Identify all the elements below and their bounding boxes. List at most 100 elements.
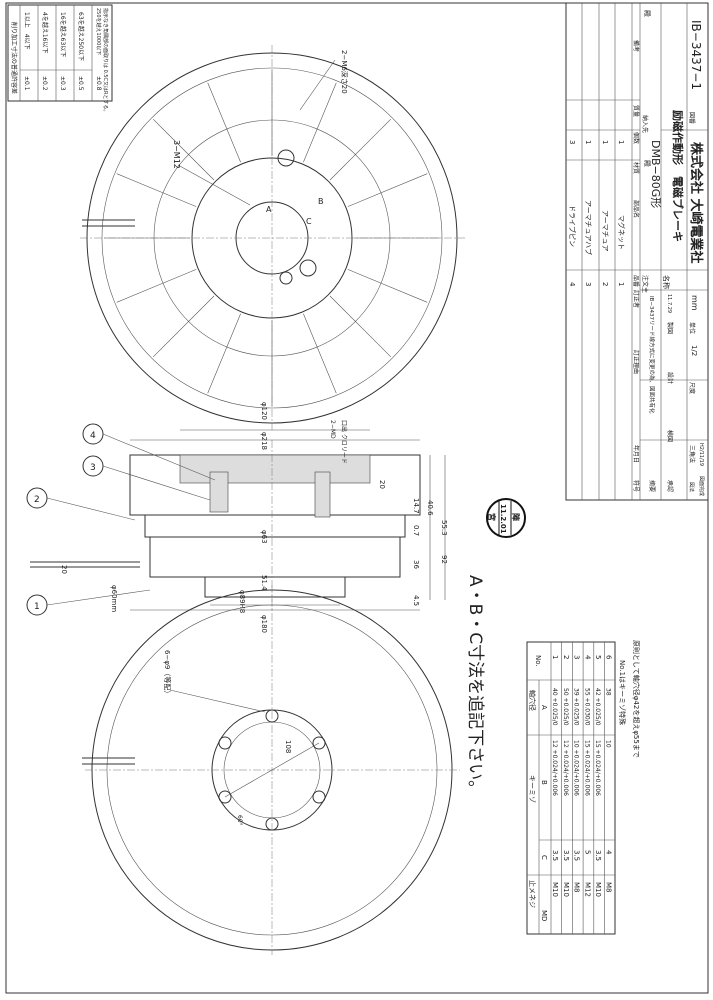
tolerance-range: 1以上 4以下: [23, 12, 31, 50]
key-table-cell-no: 4: [583, 655, 591, 660]
dim-label: 40.6: [426, 500, 434, 516]
unit-value: mm: [690, 295, 699, 311]
tolerance-title: 削り加工寸法の普通許容差: [10, 22, 18, 94]
part-qty: 1: [601, 140, 609, 144]
drawing-no-label: 図番: [688, 112, 695, 124]
dim-label: 2−MD: [329, 420, 336, 439]
key-table-cell-b: 10: [605, 740, 612, 748]
inspection-stamp: 宮 11.2.01 陣: [486, 498, 526, 538]
part-name: マグネット: [617, 215, 626, 250]
spoke-line: [303, 313, 337, 394]
revision-note: IB−3437リード線方式に変更の為、図面共有化: [648, 296, 656, 414]
tolerance-range: 250を越え1000以下: [95, 8, 102, 55]
dim-label: 口出 クロリード: [340, 420, 348, 464]
tolerance-note: 指示なき角隅部の面取りは 0.5C又はRとする。: [102, 8, 109, 114]
part-qty: 3: [568, 140, 576, 144]
lead-wires: [82, 219, 135, 227]
dim-label: 20: [60, 565, 68, 574]
part-no: 2: [601, 282, 609, 286]
summary-label: 摘要: [648, 480, 656, 492]
pcd-label: 108: [284, 740, 292, 753]
dim-label: 0.7: [412, 525, 420, 536]
created-value: H2/11/19: [698, 443, 704, 466]
key-table-cell-c: 3.5: [551, 850, 559, 861]
key-table-cell-a: 55 +0.030/0: [583, 688, 590, 726]
dim-label: 92: [440, 555, 448, 564]
spoke-line: [303, 82, 337, 163]
dim-label: 14.7: [412, 498, 420, 514]
scale-value: 1/2: [690, 345, 698, 356]
key-table-cell-md: M8: [573, 882, 581, 893]
stamp-bottom: 陣: [511, 513, 521, 521]
method-label: 図法: [688, 482, 695, 492]
drawn-label: 製図: [666, 322, 674, 334]
tolerance-table: 削り加工寸法の普通許容差 1以上 4以下 4を越え16以下 16を越え63以下 …: [7, 4, 113, 114]
dim-label: φ180: [260, 615, 268, 633]
spoke-line: [207, 82, 241, 163]
spoke-line: [329, 295, 392, 358]
approved-label: 承認: [666, 480, 674, 492]
section-view: φ218 φ120 口出 クロリード 2−MD 20 40.6 55.3 92 …: [26, 402, 448, 633]
angle-label: 60°: [236, 815, 243, 826]
designed-label: 設計: [666, 372, 674, 384]
key-header-c: C: [540, 855, 548, 860]
title-block: 4 ドライブピン 3 3 アーマチュアハブ 1 2 アーマチュア 1 1 マグネ…: [565, 2, 709, 501]
key-table-cell-b: 15 +0.024/+0.006: [583, 740, 590, 796]
parts-header-remarks: 備考: [632, 40, 640, 52]
key-header-bore-sub: A: [540, 705, 548, 710]
key-table-cell-md: M10: [594, 882, 602, 897]
key-table-cell-md: M10: [562, 882, 570, 897]
drawn-stamp: 11.7.29: [666, 294, 672, 313]
key-note-2: 原則として軸穴径φ42を超えφ55まで: [632, 640, 641, 758]
name-label: 名称: [662, 275, 671, 289]
bolt-holes-label: 6−φ9（等配）: [163, 650, 172, 697]
key-table-cell-a: 40 +0.025/0: [551, 688, 558, 726]
part-name: ドライブピン: [568, 205, 577, 247]
scale-label: 尺度: [688, 382, 696, 394]
balloon-4: 4: [82, 423, 216, 481]
key-table-cell-b: 10 +0.024/+0.006: [573, 740, 580, 796]
tolerance-value: ±0.2: [41, 76, 48, 91]
part-name: アーマチュア: [601, 210, 609, 251]
tap-label: 3−M12: [172, 140, 181, 169]
key-note-1: No.1はキーミゾ特殊: [618, 660, 627, 725]
stamp-date: 11.2.01: [499, 504, 507, 534]
stamp-top: 宮: [487, 513, 497, 521]
spoke-line: [347, 173, 428, 207]
tolerance-value: ±0.1: [23, 76, 30, 91]
dim-label: φ120: [260, 402, 268, 420]
balloon-1: 1: [26, 589, 151, 616]
parts-header-name: 部品名: [632, 200, 640, 218]
dim-label: 55.3: [440, 520, 448, 536]
dim-b-label: B: [318, 197, 324, 206]
key-table-cell-c: 5: [583, 850, 591, 854]
bottom-view: 6−φ9（等配） 108 60°: [82, 585, 460, 955]
key-table-cell-md: M8: [605, 882, 613, 893]
parts-header-qty: 個数: [632, 132, 640, 144]
key-table-cell-no: 1: [551, 655, 559, 659]
spoke-line: [116, 269, 197, 303]
key-table-cell-md: M10: [551, 882, 559, 897]
tolerance-range: 4を越え16以下: [41, 12, 49, 53]
dim-label: φ63: [260, 530, 268, 544]
key-table-cell-c: 3.5: [594, 850, 602, 861]
balloon-3: 3: [82, 455, 211, 501]
dim-label: φ60mm: [110, 585, 118, 612]
part-no: 4: [568, 282, 576, 287]
method-value: 三角法: [688, 445, 696, 463]
key-table-cell-c: 3.5: [573, 850, 581, 861]
lead-wires: [30, 561, 140, 568]
handwritten-note: A・B・C寸法を追記下さい。: [465, 575, 485, 797]
created-label: 図面完成: [698, 476, 705, 496]
balloon-number: 3: [90, 463, 96, 473]
company-name: 株式会社 大崎電業社: [688, 142, 704, 264]
key-table-cell-b: 12 +0.024/+0.006: [562, 740, 569, 796]
rev-header-mark: 符号: [632, 480, 640, 492]
tolerance-value: ±0.5: [77, 76, 84, 91]
dim-label: 36: [412, 560, 420, 569]
sheet-border: [5, 2, 709, 994]
parts-header-mass: 質量: [632, 105, 640, 117]
part-qty: 1: [584, 140, 592, 144]
drawing-number: IB−3437−1: [689, 20, 703, 90]
